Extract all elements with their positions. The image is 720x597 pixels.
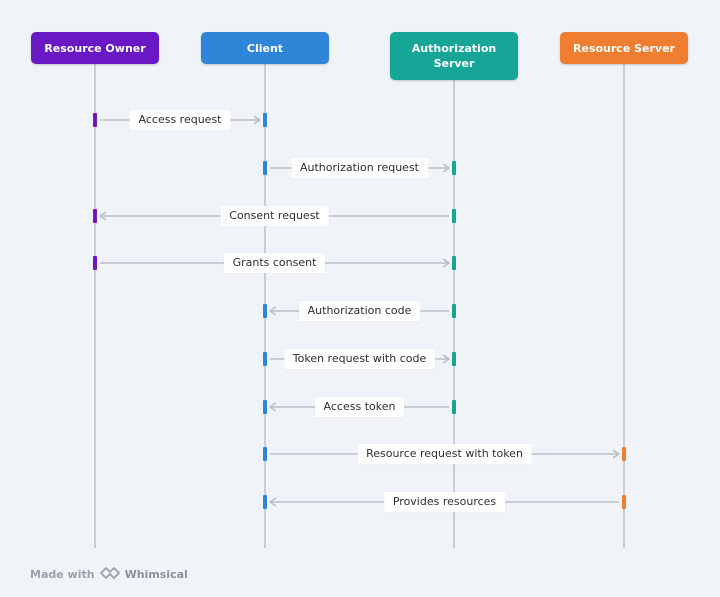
actor-resource[interactable]: Resource Server: [560, 32, 688, 64]
actor-client[interactable]: Client: [201, 32, 329, 64]
activation-owner: [93, 256, 97, 270]
arrowhead-1: [253, 115, 261, 125]
message-label: Access token: [314, 397, 405, 417]
activation-owner: [93, 209, 97, 223]
arrowhead-2: [442, 163, 450, 173]
message-label: Token request with code: [283, 349, 436, 369]
activation-resource: [622, 495, 626, 509]
activation-auth: [452, 256, 456, 270]
activation-auth: [452, 352, 456, 366]
arrowhead-9: [269, 497, 277, 507]
activation-client: [263, 113, 267, 127]
activation-auth: [452, 209, 456, 223]
footer-brand: Whimsical: [124, 567, 188, 581]
activation-resource: [622, 447, 626, 461]
activation-client: [263, 400, 267, 414]
activation-auth: [452, 400, 456, 414]
activation-client: [263, 495, 267, 509]
lifeline-resource: [623, 64, 625, 548]
arrowhead-6: [442, 354, 450, 364]
arrowhead-4: [442, 258, 450, 268]
activation-auth: [452, 161, 456, 175]
actor-label: Client: [246, 41, 284, 55]
actor-owner[interactable]: Resource Owner: [31, 32, 159, 64]
message-label: Consent request: [220, 206, 329, 226]
activation-client: [263, 447, 267, 461]
actor-label: Authorization Server: [411, 42, 497, 70]
message-label: Access request: [129, 110, 231, 130]
arrowhead-3: [99, 211, 107, 221]
whimsical-logo-icon: [99, 566, 120, 583]
footer-prefix: Made with: [30, 567, 95, 581]
message-label: Resource request with token: [357, 444, 532, 464]
activation-client: [263, 304, 267, 318]
arrowhead-5: [269, 306, 277, 316]
actor-label: Resource Server: [573, 41, 675, 55]
activation-owner: [93, 113, 97, 127]
message-label: Grants consent: [223, 253, 326, 273]
arrowhead-8: [612, 449, 620, 459]
lifeline-owner: [94, 64, 96, 548]
activation-client: [263, 161, 267, 175]
made-with-footer: Made with Whimsical: [30, 566, 188, 582]
message-label: Authorization code: [298, 301, 421, 321]
activation-auth: [452, 304, 456, 318]
message-label: Authorization request: [291, 158, 428, 178]
activation-client: [263, 352, 267, 366]
actor-auth[interactable]: Authorization Server: [390, 32, 518, 80]
actor-label: Resource Owner: [44, 41, 146, 55]
message-label: Provides resources: [383, 492, 506, 512]
arrowhead-7: [269, 402, 277, 412]
